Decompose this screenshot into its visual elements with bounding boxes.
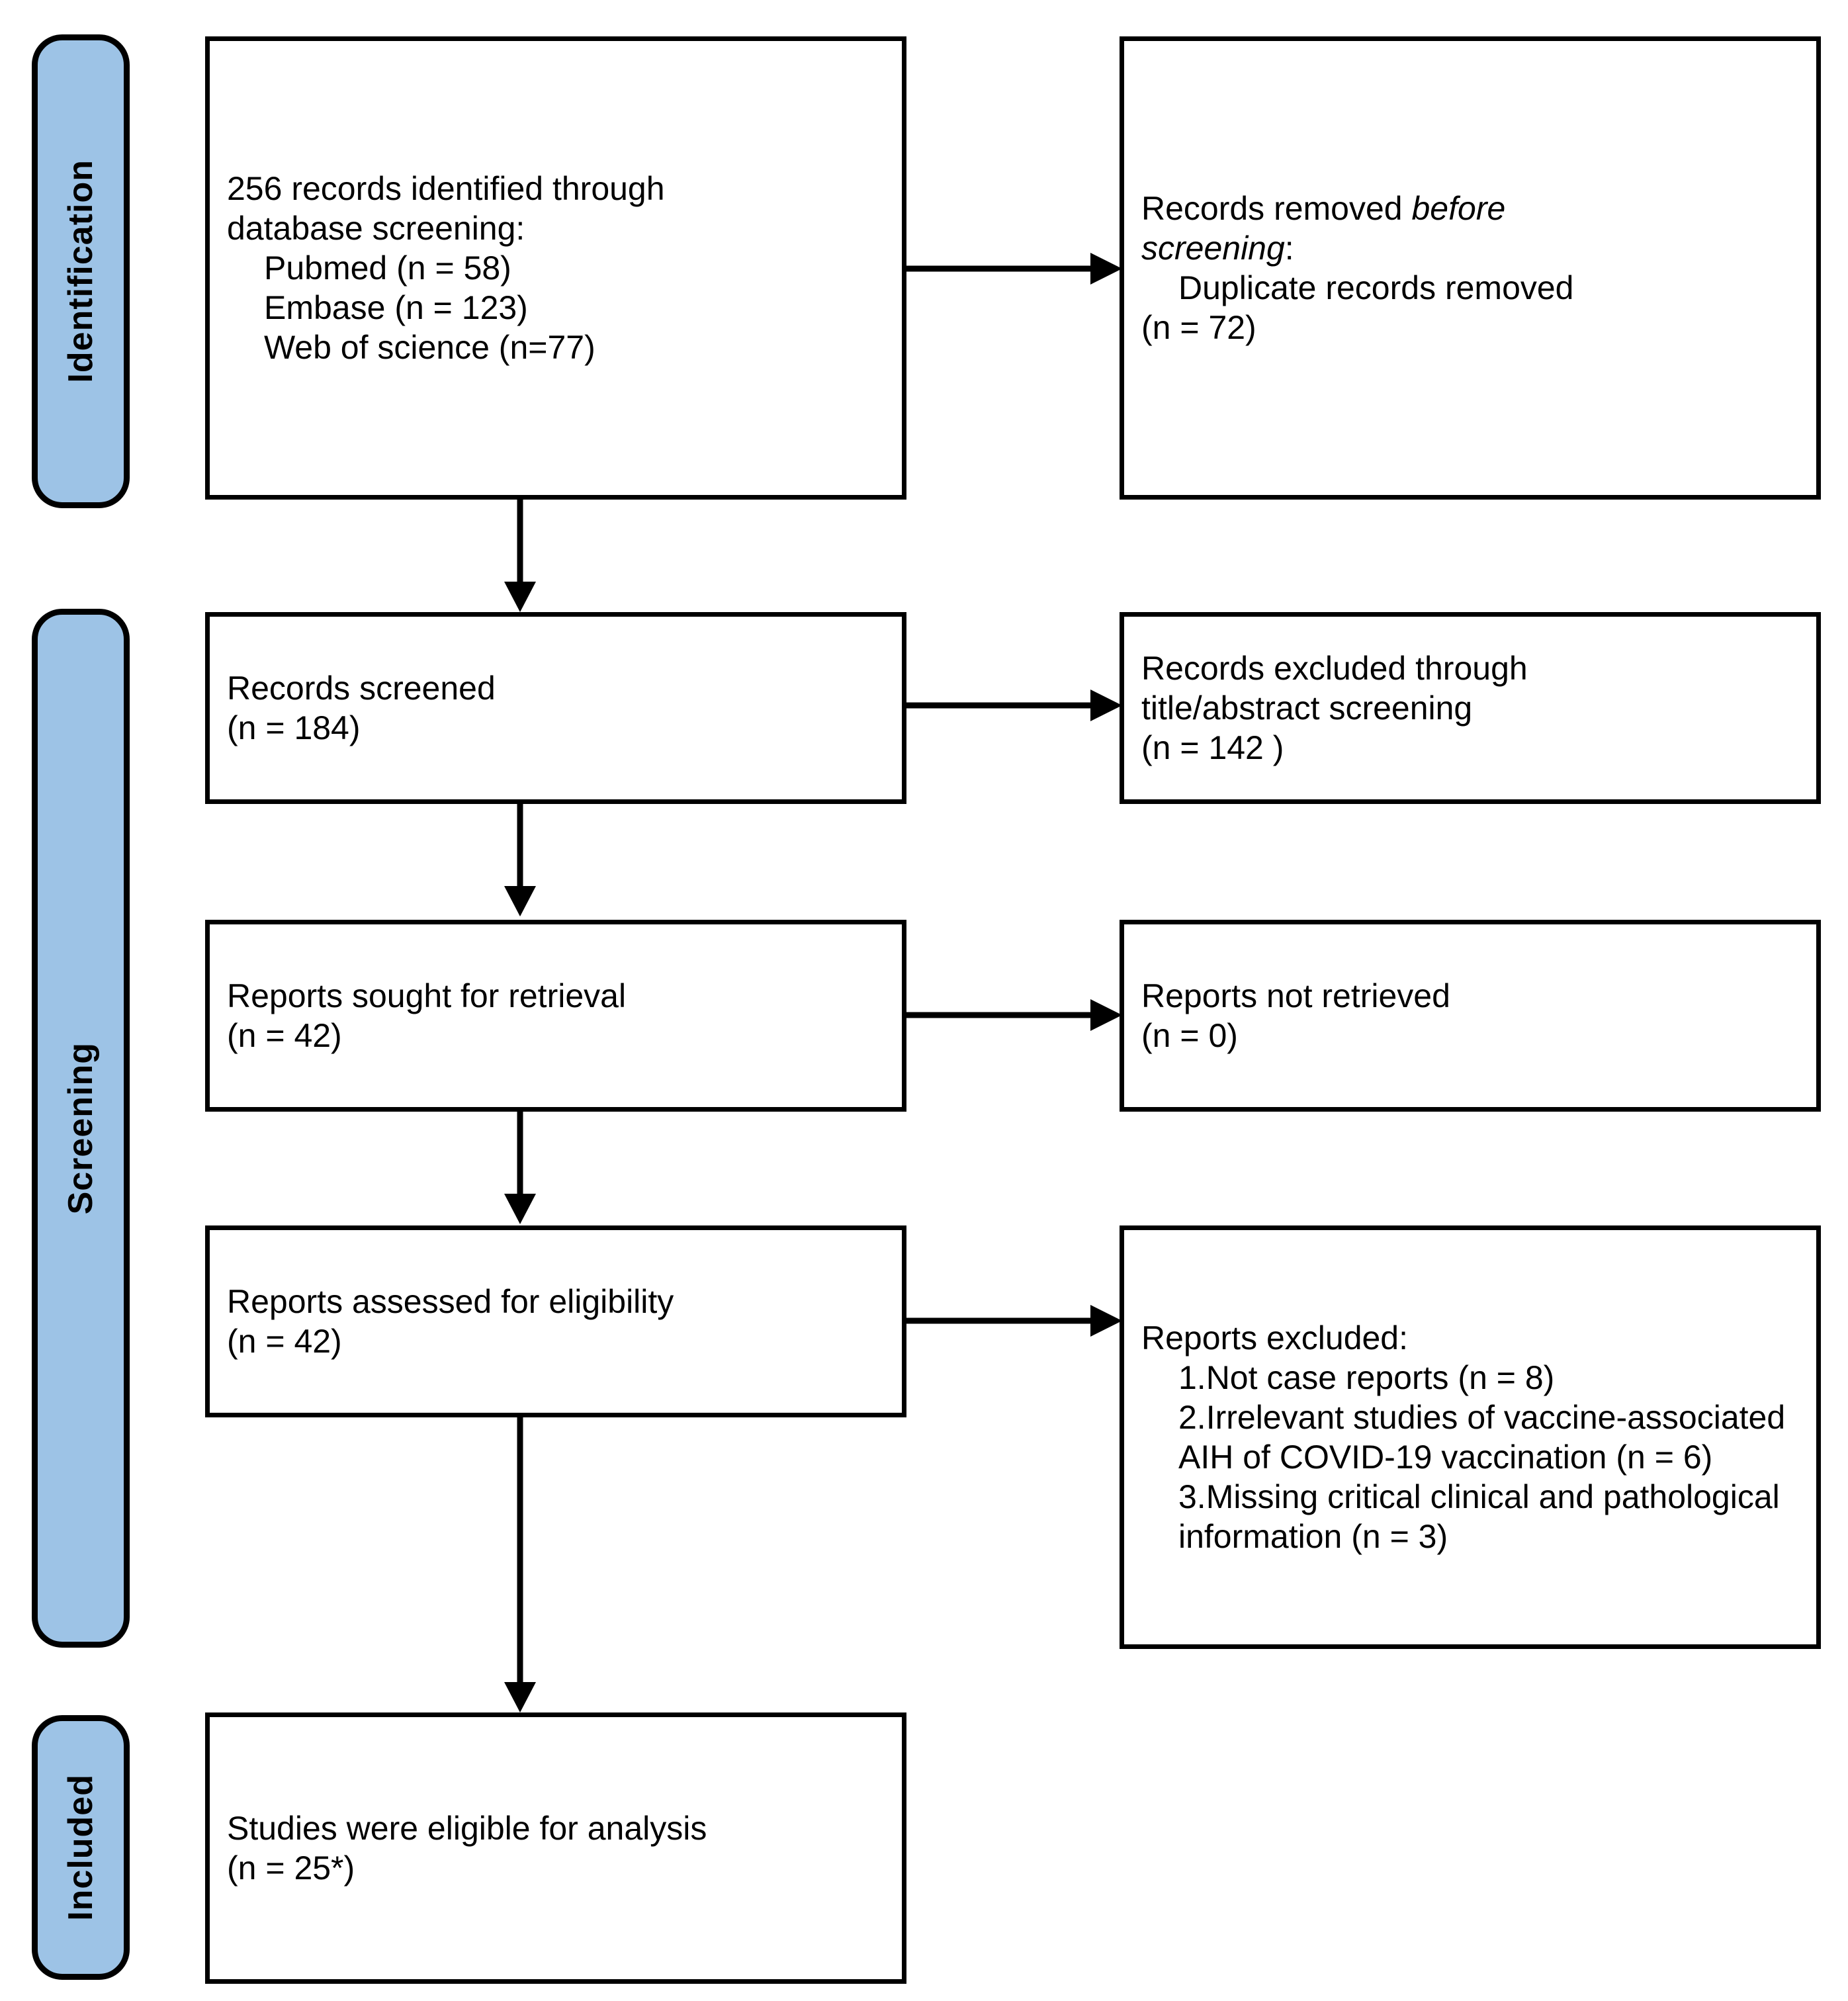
records-excluded-line-1: Records excluded through xyxy=(1141,650,1528,687)
records-removed-line-2: screening: xyxy=(1141,228,1799,268)
records-removed-line-1-plain: Records removed xyxy=(1141,190,1412,227)
box-reports-sought: Reports sought for retrieval (n = 42) xyxy=(205,920,906,1112)
stage-label-included-text: Included xyxy=(62,1774,100,1921)
records-identified-line-2: database screening: xyxy=(227,210,525,247)
records-screened-label: Records screened xyxy=(227,670,496,707)
reports-not-retrieved-count: (n = 0) xyxy=(1141,1017,1238,1054)
stage-label-identification-text: Identification xyxy=(62,159,100,383)
reports-not-retrieved-label: Reports not retrieved xyxy=(1141,977,1450,1014)
arrow-assessed-to-excluded xyxy=(906,1304,1122,1338)
stage-label-screening: Screening xyxy=(32,609,130,1648)
arrow-sought-to-not-retrieved xyxy=(906,998,1122,1032)
box-records-excluded: Records excluded through title/abstract … xyxy=(1120,612,1821,804)
records-identified-pubmed: Pubmed (n = 58) xyxy=(264,249,511,287)
box-records-screened: Records screened (n = 184) xyxy=(205,612,906,804)
box-reports-not-retrieved: Reports not retrieved (n = 0) xyxy=(1120,920,1821,1112)
arrow-sought-to-assessed xyxy=(500,1112,540,1224)
reports-excluded-heading: Reports excluded: xyxy=(1141,1319,1409,1356)
box-records-identified: 256 records identified through database … xyxy=(205,36,906,500)
box-reports-assessed: Reports assessed for eligibility (n = 42… xyxy=(205,1225,906,1417)
reports-assessed-label: Reports assessed for eligibility xyxy=(227,1283,674,1320)
reports-excluded-item-2: 2.Irrelevant studies of vaccine-associat… xyxy=(1178,1399,1786,1476)
records-removed-duplicates: Duplicate records removed xyxy=(1178,269,1574,306)
stage-label-included: Included xyxy=(32,1715,130,1980)
studies-included-count: (n = 25*) xyxy=(227,1849,355,1887)
records-removed-line-2-plain: : xyxy=(1284,230,1294,267)
records-identified-webofscience: Web of science (n=77) xyxy=(264,329,595,366)
arrow-identified-to-removed xyxy=(906,251,1122,286)
reports-sought-label: Reports sought for retrieval xyxy=(227,977,627,1014)
arrow-screened-to-sought xyxy=(500,804,540,916)
reports-sought-count: (n = 42) xyxy=(227,1017,342,1054)
arrow-screened-to-excluded xyxy=(906,688,1122,723)
box-studies-included: Studies were eligible for analysis (n = … xyxy=(205,1712,906,1984)
records-identified-embase: Embase (n = 123) xyxy=(264,289,528,326)
records-excluded-count: (n = 142 ) xyxy=(1141,729,1284,766)
records-removed-line-1: Records removed before xyxy=(1141,189,1799,228)
records-removed-line-2-italic: screening xyxy=(1141,230,1285,267)
reports-excluded-item-3: 3.Missing critical clinical and patholog… xyxy=(1178,1478,1780,1555)
stage-label-identification: Identification xyxy=(32,34,130,508)
box-reports-excluded: Reports excluded: 1.Not case reports (n … xyxy=(1120,1225,1821,1649)
arrow-identified-to-screened xyxy=(500,500,540,612)
box-records-removed-before-screening: Records removed before screening: Duplic… xyxy=(1120,36,1821,500)
arrow-assessed-to-included xyxy=(500,1417,540,1712)
records-excluded-line-2: title/abstract screening xyxy=(1141,689,1473,727)
reports-excluded-item-1: 1.Not case reports (n = 8) xyxy=(1178,1359,1555,1396)
records-removed-line-1-italic: before xyxy=(1411,190,1506,227)
studies-included-label: Studies were eligible for analysis xyxy=(227,1810,707,1847)
records-screened-count: (n = 184) xyxy=(227,709,361,746)
records-removed-count: (n = 72) xyxy=(1141,309,1256,346)
stage-label-screening-text: Screening xyxy=(62,1042,100,1215)
records-identified-line-1: 256 records identified through xyxy=(227,170,665,207)
reports-assessed-count: (n = 42) xyxy=(227,1323,342,1360)
